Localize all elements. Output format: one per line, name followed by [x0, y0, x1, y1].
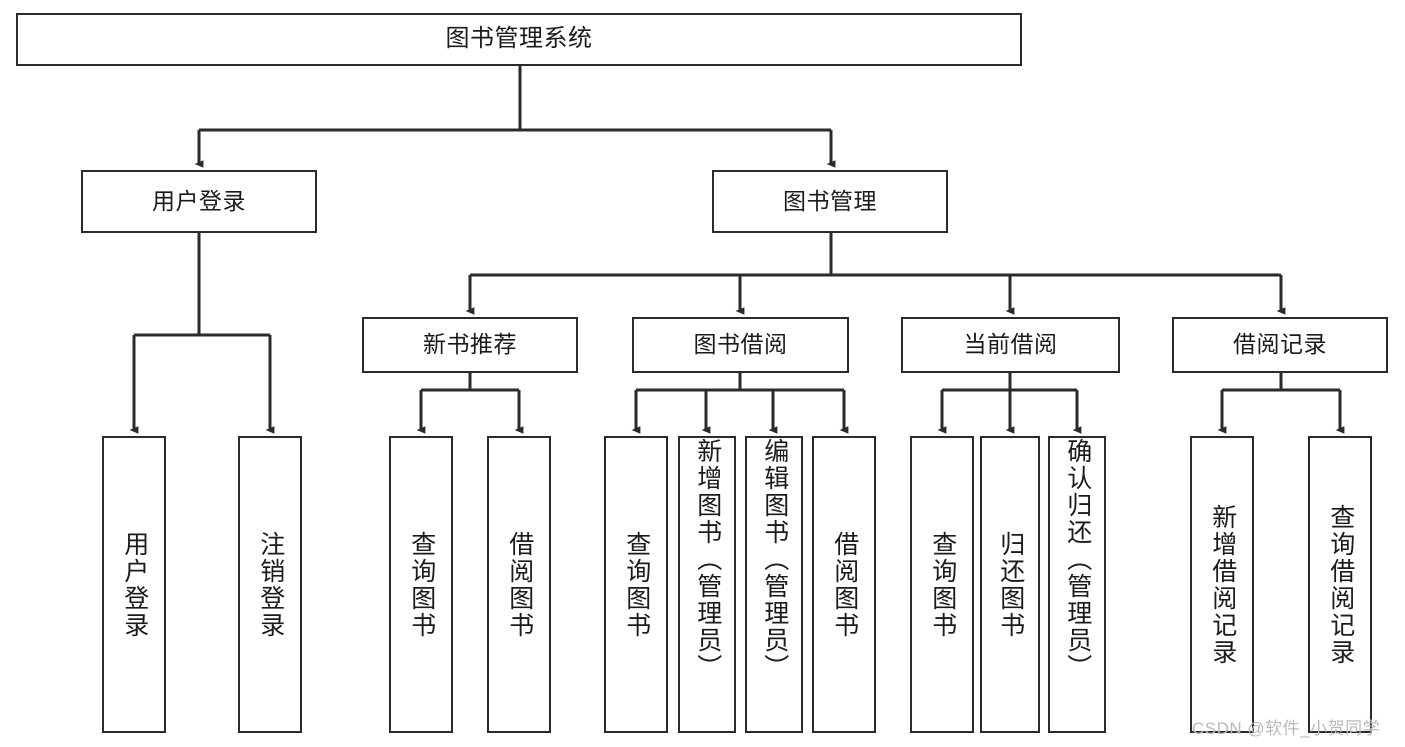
node-new-book-rec-label: 新书推荐 [423, 331, 517, 358]
leaf-query-book-2-label: 查询图书 [622, 530, 651, 639]
node-new-book-rec[interactable]: 新书推荐 [362, 317, 578, 373]
node-book-manage[interactable]: 图书管理 [712, 170, 948, 233]
leaf-confirm-return[interactable]: 确认归还（管理员） [1048, 436, 1106, 733]
node-root[interactable]: 图书管理系统 [16, 13, 1022, 66]
node-book-borrow-label: 图书借阅 [693, 331, 788, 358]
leaf-logout-label: 注销登录 [256, 530, 285, 639]
leaf-query-record[interactable]: 查询借阅记录 [1308, 436, 1372, 733]
leaf-query-record-label: 查询借阅记录 [1326, 503, 1355, 666]
leaf-borrow-book-1[interactable]: 借阅图书 [487, 436, 551, 733]
leaf-add-record-label: 新增借阅记录 [1208, 503, 1237, 666]
leaf-user-login-label: 用户登录 [120, 530, 149, 639]
leaf-query-book-3[interactable]: 查询图书 [910, 436, 974, 733]
leaf-add-book-label: 新增图书（管理员） [693, 438, 722, 681]
leaf-borrow-book-1-label: 借阅图书 [505, 530, 534, 639]
leaf-logout[interactable]: 注销登录 [238, 436, 302, 733]
leaf-query-book-1[interactable]: 查询图书 [389, 436, 453, 733]
node-user-login[interactable]: 用户登录 [81, 170, 317, 233]
node-borrow-record[interactable]: 借阅记录 [1172, 317, 1388, 373]
leaf-query-book-1-label: 查询图书 [407, 530, 436, 639]
leaf-query-book-3-label: 查询图书 [928, 530, 957, 639]
node-borrow-record-label: 借阅记录 [1233, 331, 1327, 358]
leaf-query-book-2[interactable]: 查询图书 [604, 436, 668, 733]
leaf-return-book-label: 归还图书 [996, 530, 1025, 639]
node-current-borrow-label: 当前借阅 [963, 331, 1058, 358]
node-book-manage-label: 图书管理 [783, 187, 877, 214]
leaf-edit-book[interactable]: 编辑图书（管理员） [745, 436, 803, 733]
leaf-borrow-book-2-label: 借阅图书 [830, 530, 859, 639]
leaf-add-record[interactable]: 新增借阅记录 [1190, 436, 1254, 733]
leaf-borrow-book-2[interactable]: 借阅图书 [812, 436, 876, 733]
leaf-edit-book-label: 编辑图书（管理员） [760, 438, 789, 681]
leaf-confirm-return-label: 确认归还（管理员） [1063, 438, 1092, 681]
leaf-add-book[interactable]: 新增图书（管理员） [678, 436, 736, 733]
node-book-borrow[interactable]: 图书借阅 [632, 317, 849, 373]
node-current-borrow[interactable]: 当前借阅 [901, 317, 1120, 373]
watermark: CSDN @软件_小贺同学 [1192, 719, 1381, 738]
node-user-login-label: 用户登录 [152, 187, 246, 214]
leaf-user-login[interactable]: 用户登录 [102, 436, 166, 733]
node-root-label: 图书管理系统 [445, 25, 593, 53]
leaf-return-book[interactable]: 归还图书 [980, 436, 1040, 733]
